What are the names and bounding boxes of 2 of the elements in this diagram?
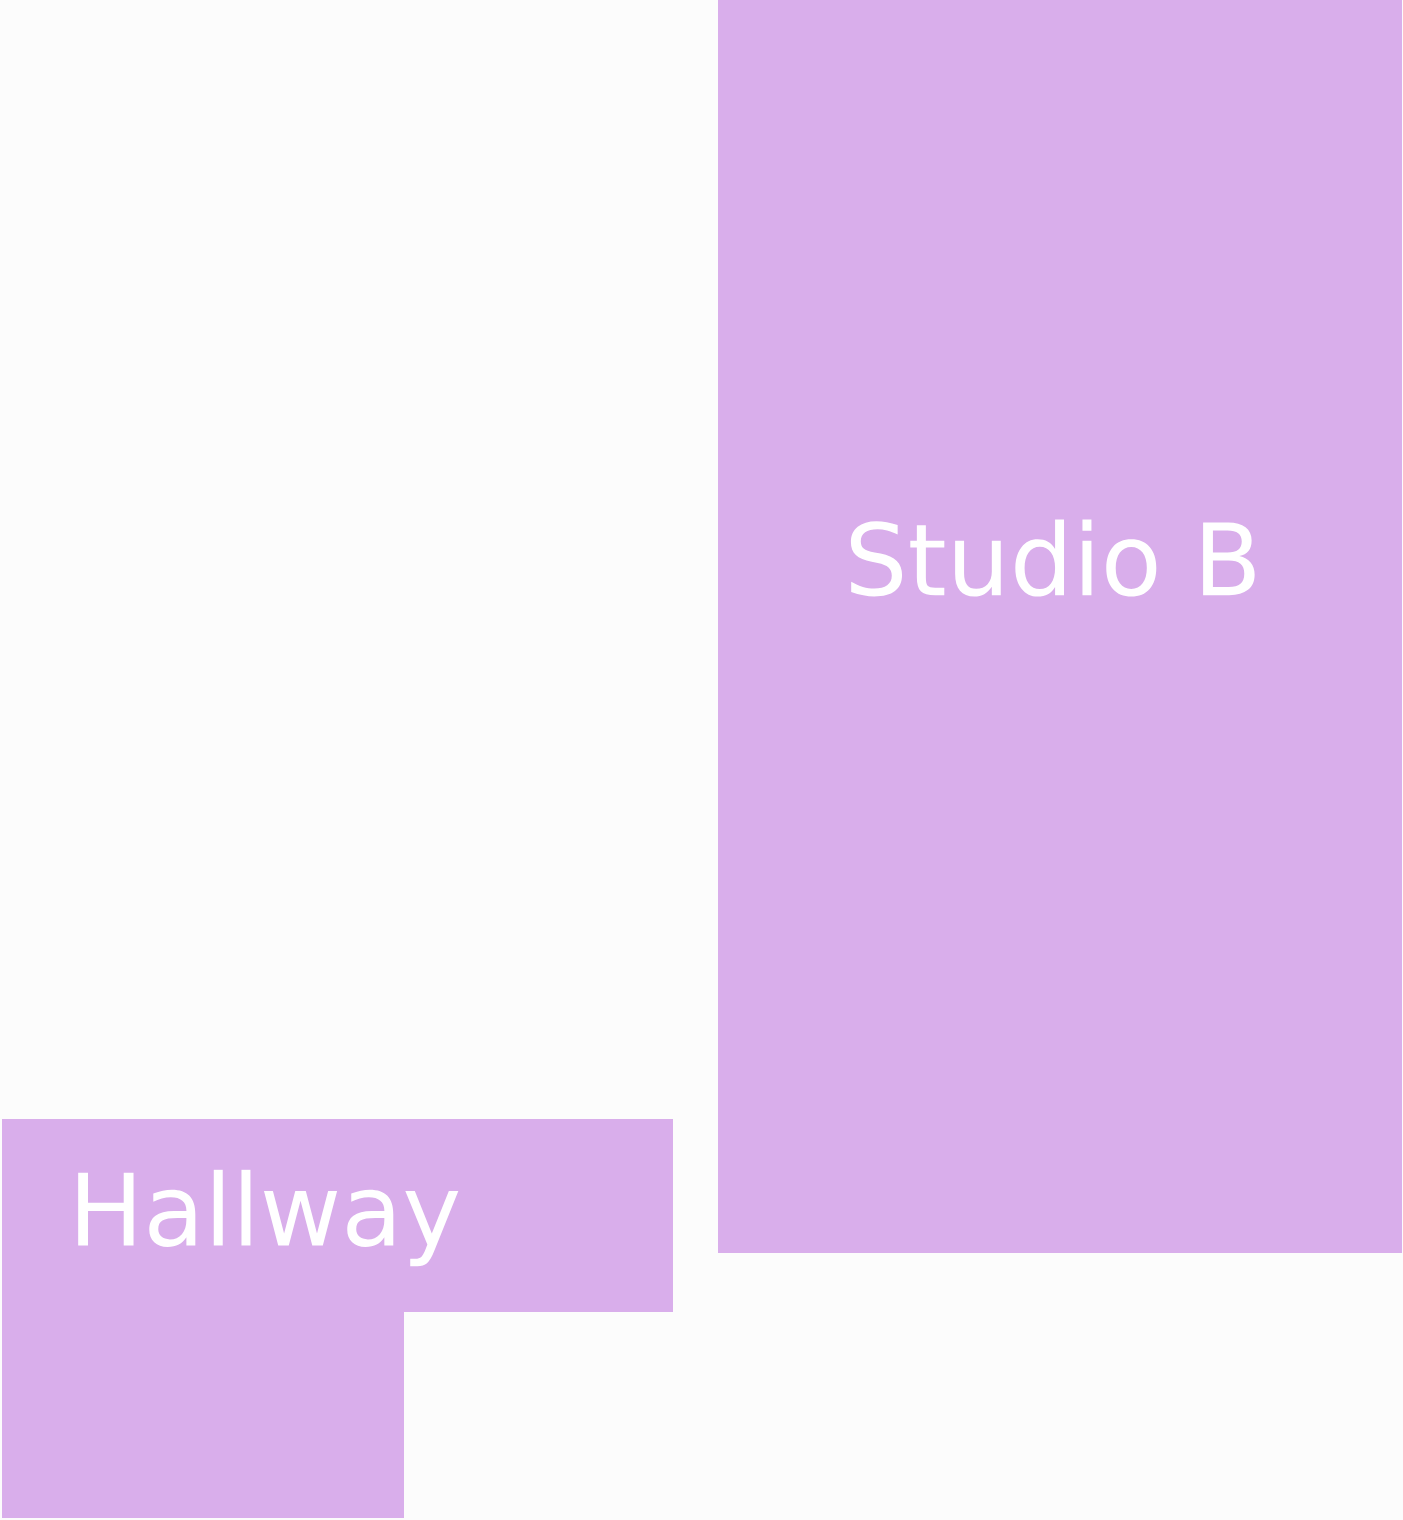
room: Studio B [718, 0, 1402, 1253]
room: Hallway [2, 1119, 673, 1518]
